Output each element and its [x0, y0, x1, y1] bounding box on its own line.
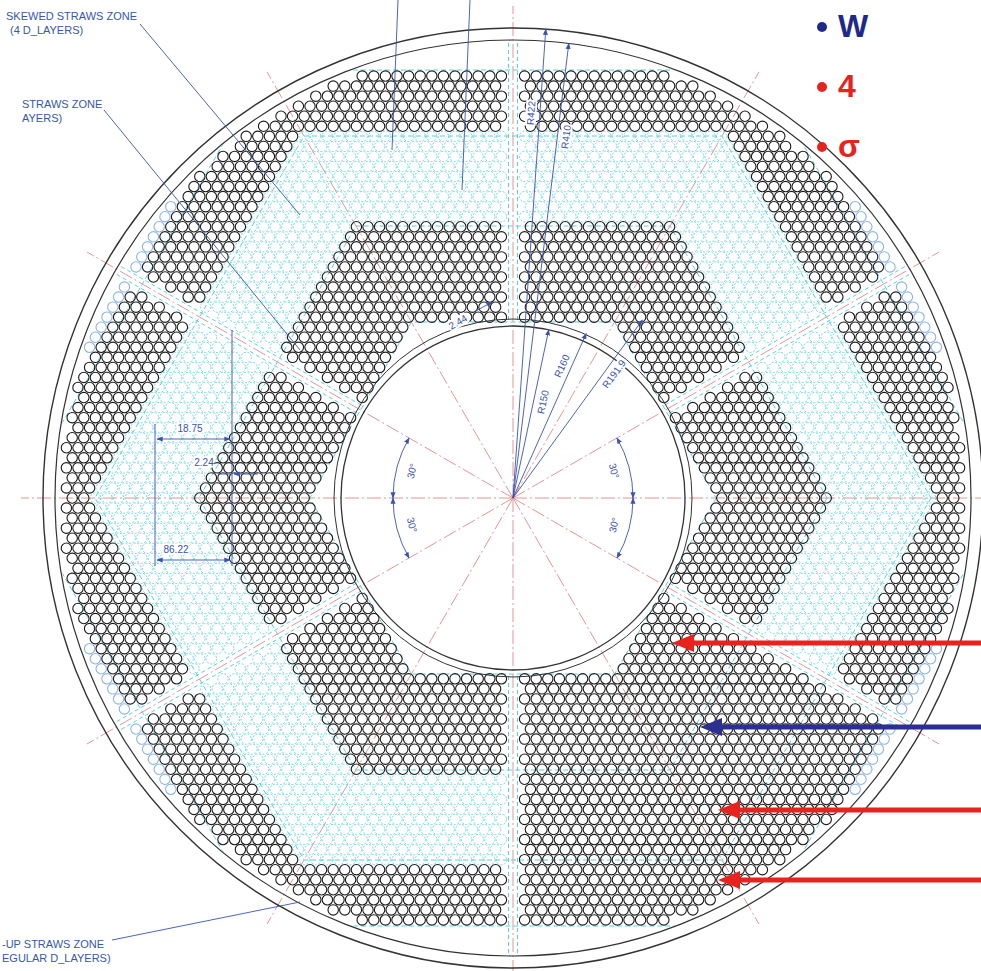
drawing-sheet: SKEWED STRAWS ZONE(4 D_LAYERS)STRAWS ZON… — [0, 0, 981, 971]
